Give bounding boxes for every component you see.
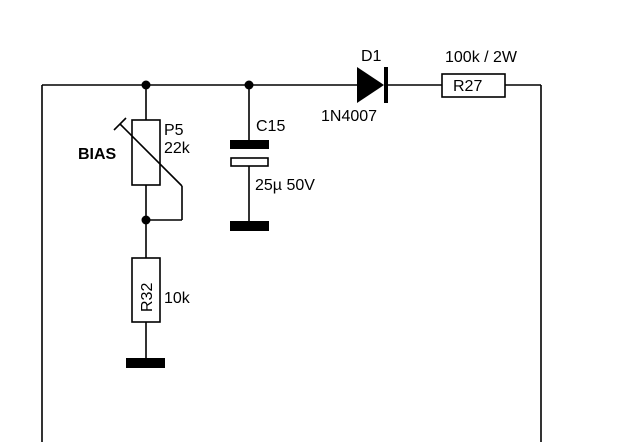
d1-ref-label: D1 [361,48,382,65]
d1-part-label: 1N4007 [321,108,377,125]
ground-bar-r32 [126,358,165,368]
p5-ref-label: P5 [164,122,184,139]
r32-ref-label: R32 [139,283,156,312]
capacitor-c15: C15 25µ 50V [230,85,315,221]
resistor-r27: R27 100k / 2W [441,49,518,98]
r27-ref-label: R27 [453,78,482,95]
r27-value-label: 100k / 2W [445,49,518,66]
c15-ref-label: C15 [256,118,285,135]
c15-value-label: 25µ 50V [255,177,315,194]
bias-label: BIAS [78,146,117,163]
ground-bar-c15 [230,221,269,231]
potentiometer-p5: BIAS P5 22k [78,85,191,258]
r32-value-label: 10k [164,290,191,307]
supply-rail [41,84,542,442]
p5-value-label: 22k [164,140,191,157]
resistor-r32: R32 10k [131,257,191,358]
diode-d1: D1 1N4007 [321,48,388,125]
